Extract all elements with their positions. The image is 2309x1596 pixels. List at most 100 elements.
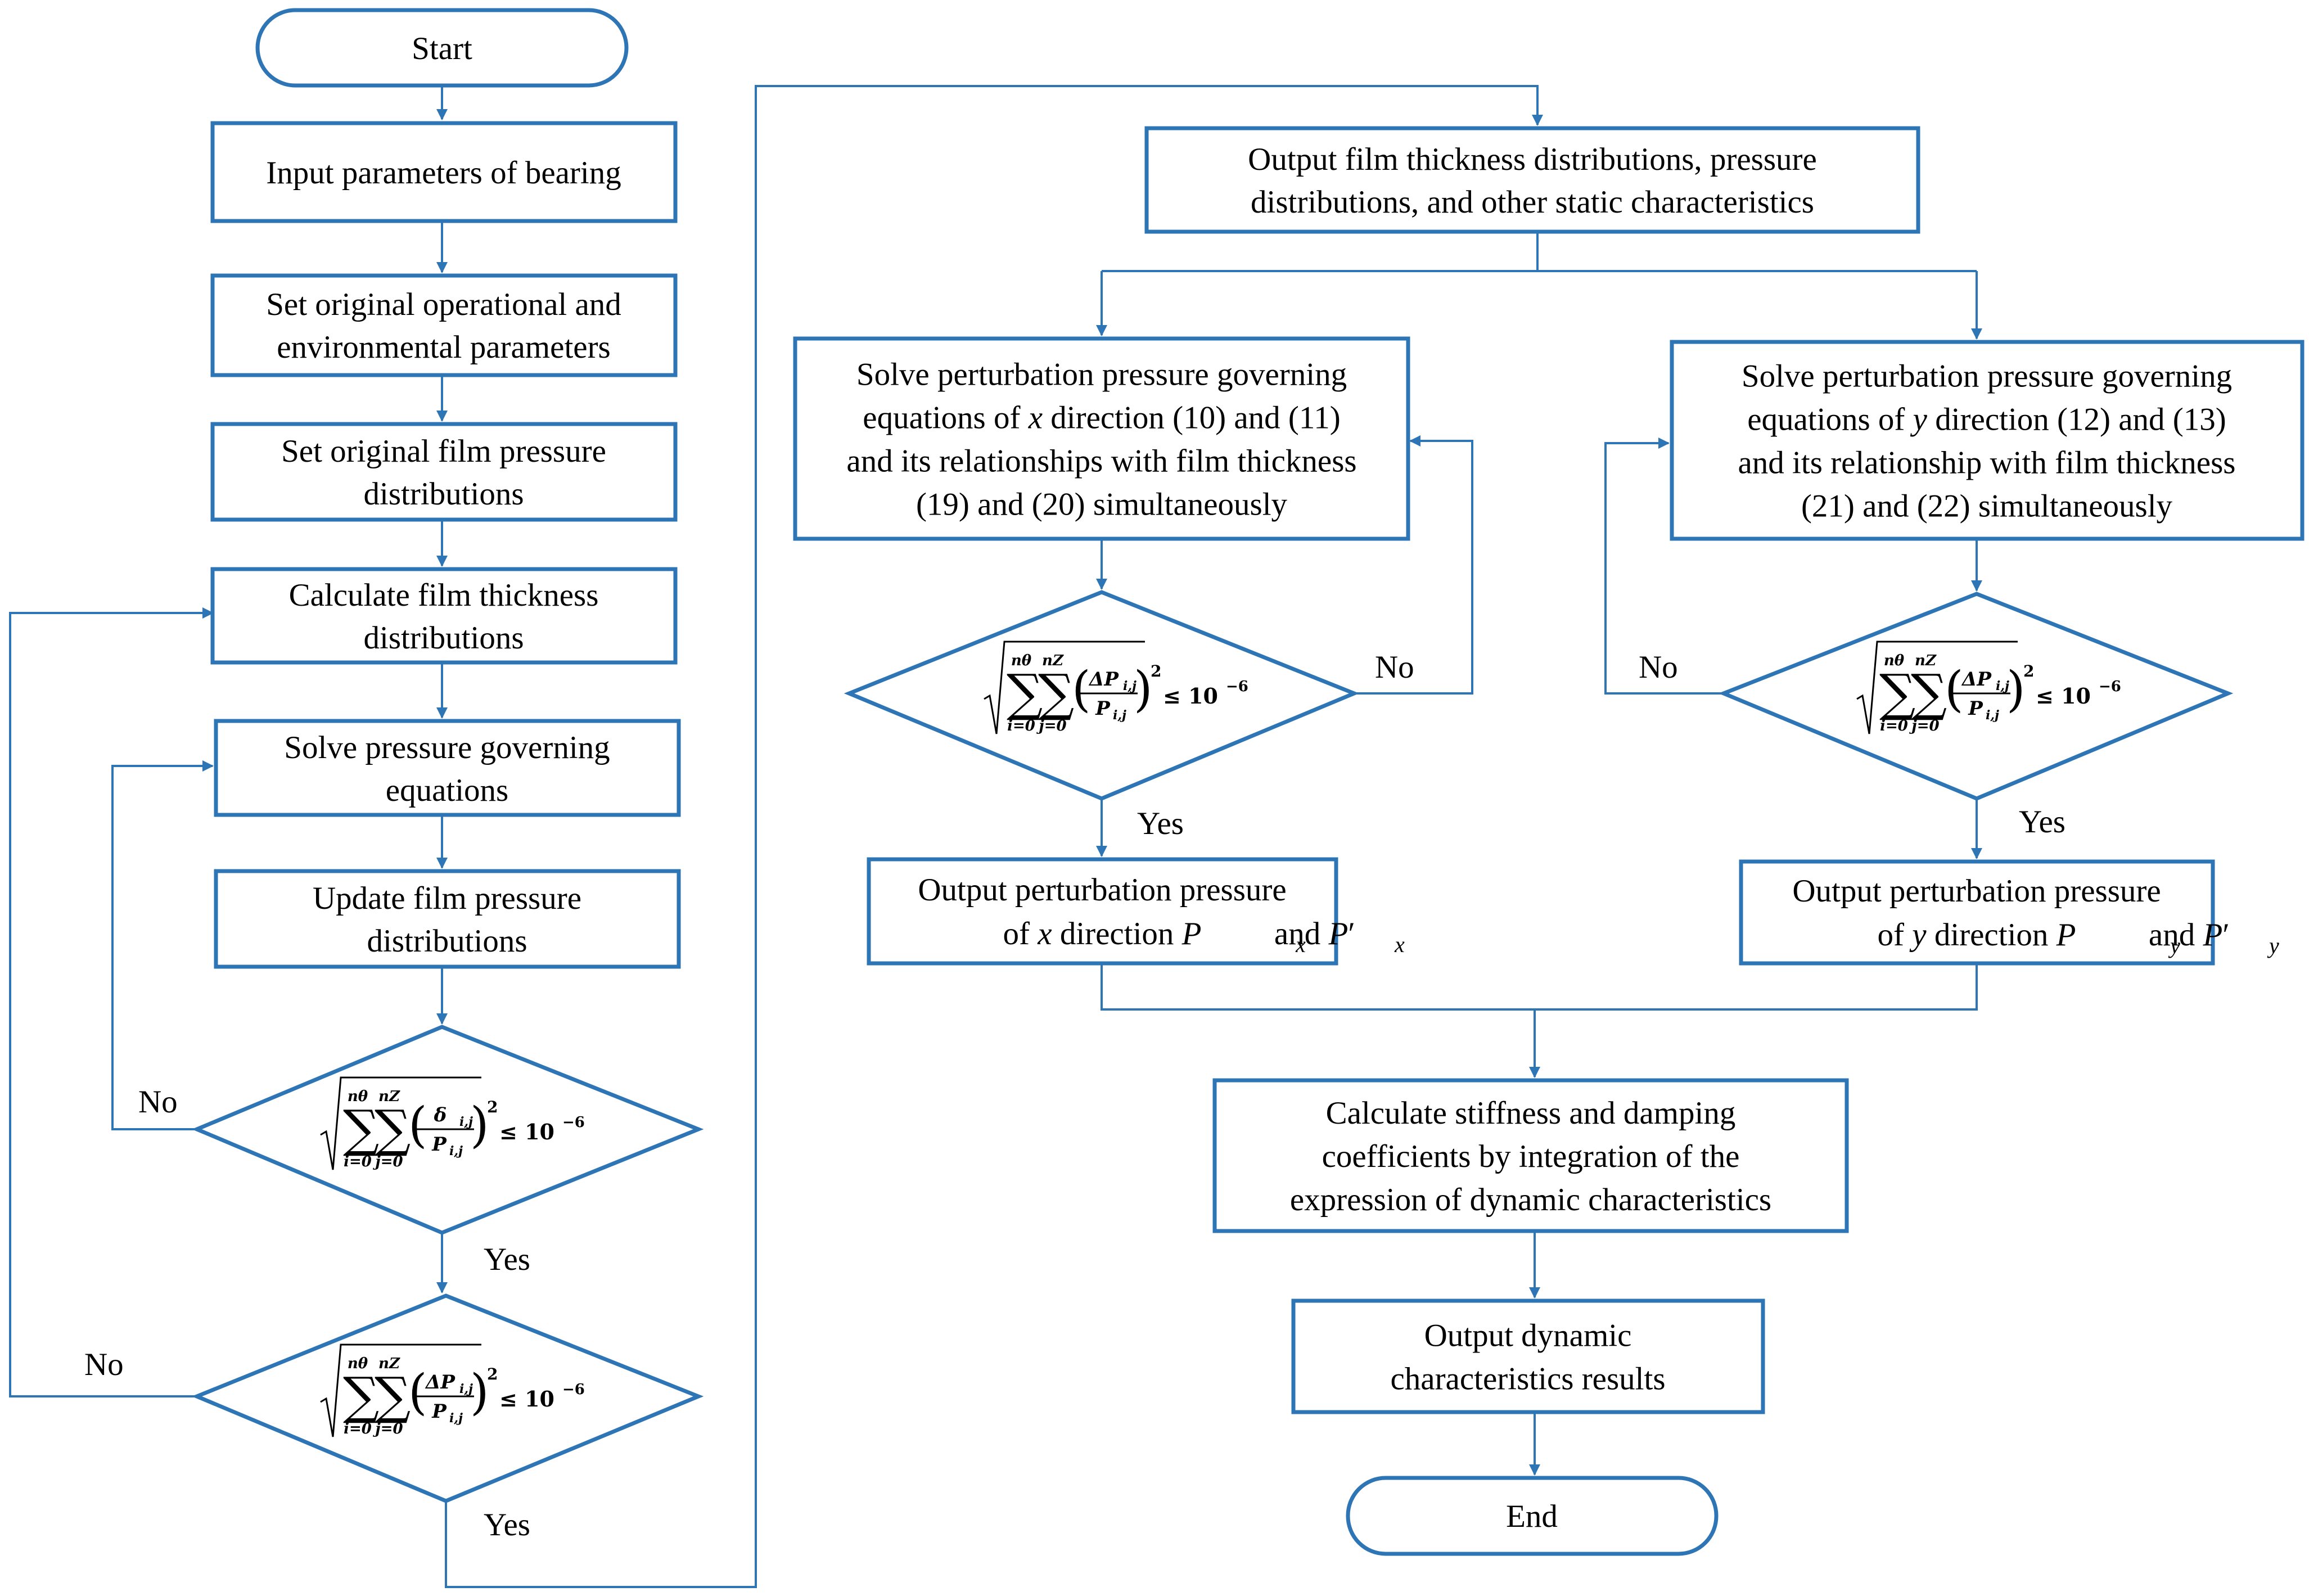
input_params-line: Input parameters of bearing: [266, 155, 621, 191]
sum-upper-limit: nZ: [378, 1088, 400, 1105]
decision-2-yes-label: Yes: [484, 1507, 530, 1543]
fraction-denominator: P: [1968, 697, 1983, 720]
sum-symbol: ∑: [1879, 664, 1915, 723]
output_pert_x-segment: ′: [1348, 916, 1355, 952]
paren-close: ): [470, 1364, 489, 1421]
output_pert_x-segment: P: [1328, 916, 1348, 952]
solve_pert_x-segment: direction (10) and (11): [1043, 400, 1341, 436]
edge-labels: No Yes No Yes No Yes No Yes: [84, 650, 2066, 1543]
decision-x-diamond: [844, 590, 1360, 801]
set-operational-box: [210, 273, 678, 377]
output-pert-x-box: [867, 857, 1338, 966]
set_film_pressure-line: Set original film pressure: [281, 434, 606, 469]
output_pert_y-segment: direction: [1927, 917, 2057, 953]
sum-lower-limit: j=0: [1036, 718, 1066, 734]
output_pert_y-segment: P: [2202, 917, 2222, 953]
paren-close: ): [2006, 661, 2026, 718]
paren-close: ): [470, 1097, 489, 1153]
sum-lower-limit: j=0: [372, 1153, 403, 1170]
decision-y-no-label: No: [1639, 650, 1678, 685]
output_pert_y-segment: and: [2141, 917, 2203, 953]
output_static-line: distributions, and other static characte…: [1251, 184, 1814, 220]
sum-symbol: ∑: [1038, 664, 1074, 723]
solve_pert_y-segment: and its relationship with film thickness: [1738, 445, 2236, 481]
start-label: Start: [412, 31, 472, 66]
solve_pert_y-segment: y: [1910, 402, 1928, 438]
output_pert_x-segment: and: [1266, 916, 1329, 952]
sum-upper-limit: nZ: [1915, 652, 1937, 669]
edge-merge-outputs: [1101, 963, 1978, 1011]
output_pert_x-segment: x: [1394, 932, 1405, 957]
decision-1-no-label: No: [138, 1084, 178, 1120]
exponent: 2: [487, 1365, 498, 1383]
solve_pert_x-segment: (19) and (20) simultaneously: [916, 487, 1288, 522]
calc_thickness-line: Calculate film thickness: [289, 578, 599, 613]
relation-exponent: −6: [562, 1381, 585, 1398]
sum-lower-limit: j=0: [1909, 718, 1939, 734]
output_dynamic-line: characteristics results: [1390, 1361, 1665, 1397]
fraction-denominator: P: [431, 1133, 447, 1156]
paren-close: ): [1134, 661, 1153, 718]
solve-pert-x-box: [793, 336, 1410, 541]
end-label: End: [1506, 1499, 1558, 1534]
sum-upper-limit: nZ: [378, 1355, 400, 1372]
output_pert_x-segment: Output perturbation pressure: [918, 872, 1286, 908]
output_pert_x-segment: P: [1181, 916, 1202, 952]
edge-d1-no-loop: [111, 760, 214, 1130]
exponent: 2: [487, 1098, 498, 1116]
denominator-subscript: i,j: [449, 1411, 463, 1426]
solve_pert_y-segment: Solve perturbation pressure governing: [1742, 359, 2232, 394]
solve_pert_x-segment: x: [1028, 400, 1043, 436]
denominator-subscript: i,j: [1986, 708, 1999, 723]
solve-pressure-box: [214, 719, 681, 817]
relation: ≤ 10: [499, 1119, 554, 1144]
solve_pert_y-segment: (21) and (22) simultaneously: [1801, 489, 2173, 524]
output-dynamic-box: [1291, 1299, 1765, 1414]
output_pert_y-segment: y: [1909, 917, 1927, 953]
edge-dx-no-loop: [1354, 435, 1473, 695]
calc_stiffness-line: Calculate stiffness and damping: [1326, 1095, 1736, 1131]
output_pert_x-segment: x: [1295, 932, 1306, 957]
sum-upper-limit: nθ: [348, 1088, 368, 1105]
sum-upper-limit: nθ: [1884, 652, 1905, 669]
solve_pert_x-segment: and its relationships with film thicknes…: [846, 444, 1356, 479]
sum-lower-limit: j=0: [372, 1421, 403, 1437]
numerator-subscript: i,j: [1996, 679, 2009, 693]
output_pert_x-segment: x: [1037, 916, 1052, 952]
fraction-numerator: ΔP: [1088, 668, 1119, 691]
edge-d2-no-loop: [9, 607, 214, 1397]
calc-thickness-box: [210, 567, 678, 665]
paren-open: (: [1945, 661, 1964, 718]
paren-open: (: [408, 1097, 427, 1153]
set_operational-line: Set original operational and: [266, 287, 621, 322]
output_pert_y-segment: Output perturbation pressure: [1792, 873, 2161, 909]
relation: ≤ 10: [1163, 683, 1218, 709]
sum-symbol: ∑: [1911, 664, 1947, 723]
input-parameters-label: Input parameters of bearing: [266, 155, 621, 191]
output-static-label: Output film thickness distributions, pre…: [1248, 142, 1817, 220]
fraction-denominator: P: [431, 1400, 447, 1423]
relation-exponent: −6: [562, 1114, 585, 1131]
sum-upper-limit: nθ: [348, 1355, 368, 1372]
end-terminator: [1346, 1476, 1719, 1556]
fraction-numerator: ΔP: [425, 1371, 456, 1394]
relation-exponent: −6: [1226, 678, 1248, 695]
set_operational-line: environmental parameters: [277, 330, 611, 365]
decision-1-yes-label: Yes: [484, 1242, 530, 1277]
solve_pert_x-segment: equations of: [863, 400, 1028, 436]
output_pert_y-segment: y: [2168, 933, 2180, 958]
fraction-numerator: ΔP: [1961, 668, 1992, 691]
connectors: [9, 85, 1982, 1588]
sum-upper-limit: nθ: [1011, 652, 1032, 669]
